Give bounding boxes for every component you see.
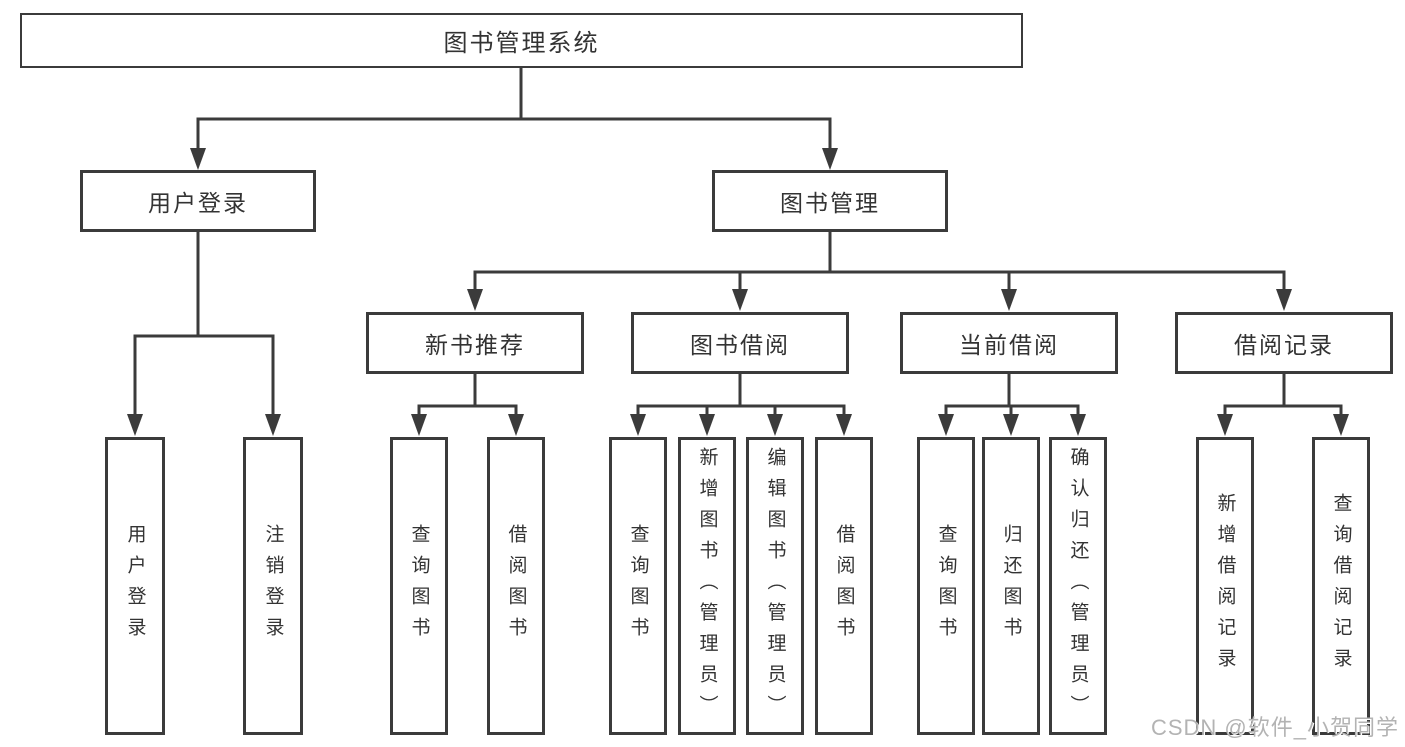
node-book-management: 图书管理 [712, 170, 948, 232]
leaf-label: 注销登录 [262, 524, 284, 648]
leaf-borrow-books-1: 借阅图书 [487, 437, 545, 735]
node-new-book-recommendation: 新书推荐 [366, 312, 584, 374]
csdn-watermark: CSDN @软件_小贺同学 [1150, 715, 1399, 740]
leaf-borrow-books-2: 借阅图书 [815, 437, 873, 735]
leaf-logout: 注销登录 [243, 437, 303, 735]
leaf-label: 查询图书 [935, 524, 957, 648]
leaf-label: 查询图书 [627, 524, 649, 648]
leaf-add-borrow-record: 新增借阅记录 [1196, 437, 1254, 735]
leaf-label: 新增图书（管理员） [696, 446, 718, 726]
leaf-label: 借阅图书 [505, 524, 527, 648]
leaf-edit-book-admin: 编辑图书（管理员） [746, 437, 804, 735]
leaf-add-book-admin: 新增图书（管理员） [678, 437, 736, 735]
node-borrowing-records: 借阅记录 [1175, 312, 1393, 374]
leaf-label: 归还图书 [1000, 524, 1022, 648]
connector-book-borrowing-to-leaves [630, 373, 852, 436]
leaf-label: 确认归还（管理员） [1067, 446, 1089, 726]
leaf-query-books-3: 查询图书 [917, 437, 975, 735]
leaf-confirm-return-admin: 确认归还（管理员） [1049, 437, 1107, 735]
leaf-label: 查询借阅记录 [1330, 493, 1352, 679]
connector-current-borrowing-to-leaves [938, 373, 1086, 436]
leaf-label: 用户登录 [124, 524, 146, 648]
node-current-borrowing: 当前借阅 [900, 312, 1118, 374]
leaf-label: 查询图书 [408, 524, 430, 648]
connector-book-management-to-level3 [467, 232, 1292, 311]
leaf-user-login: 用户登录 [105, 437, 165, 735]
node-user-login: 用户登录 [80, 170, 316, 232]
leaf-query-books-2: 查询图书 [609, 437, 667, 735]
node-root-library-management-system: 图书管理系统 [20, 13, 1023, 68]
leaf-query-books-1: 查询图书 [390, 437, 448, 735]
connector-new-book-to-leaves [411, 373, 524, 436]
leaf-label: 编辑图书（管理员） [764, 446, 786, 726]
connector-borrowing-records-to-leaves [1217, 373, 1349, 436]
leaf-label: 借阅图书 [833, 524, 855, 648]
node-book-borrowing: 图书借阅 [631, 312, 849, 374]
leaf-label: 新增借阅记录 [1214, 493, 1236, 679]
connector-root-to-level2 [190, 68, 838, 170]
leaf-return-book: 归还图书 [982, 437, 1040, 735]
connector-user-login-to-leaves [127, 232, 281, 436]
leaf-query-borrow-record: 查询借阅记录 [1312, 437, 1370, 735]
